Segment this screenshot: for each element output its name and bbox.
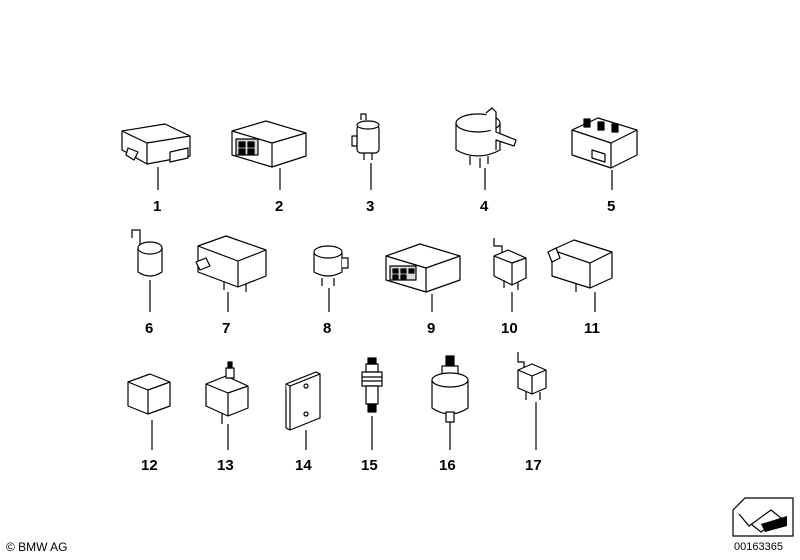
part-16-illustration <box>431 355 469 423</box>
copyright-text: © BMW AG <box>6 540 68 554</box>
part-4-illustration <box>455 107 517 168</box>
document-number: 00163365 <box>734 541 783 553</box>
callout-16: 16 <box>439 457 456 474</box>
callout-1: 1 <box>153 198 161 215</box>
part-9-illustration <box>385 243 461 293</box>
callout-4: 4 <box>480 198 489 215</box>
part-12-illustration <box>127 373 171 415</box>
callout-14: 14 <box>295 457 312 474</box>
part-15-illustration <box>361 357 383 413</box>
callout-17: 17 <box>525 457 542 474</box>
callout-7: 7 <box>222 320 230 337</box>
part-8-illustration <box>313 245 349 286</box>
part-5-illustration <box>571 117 638 169</box>
part-13-illustration <box>205 361 249 424</box>
part-3-illustration <box>351 113 380 160</box>
callout-6: 6 <box>145 320 153 337</box>
callout-9: 9 <box>427 320 435 337</box>
part-11-illustration <box>547 239 613 292</box>
callout-5: 5 <box>607 198 615 215</box>
callout-15: 15 <box>361 457 378 474</box>
part-17-illustration <box>517 352 547 400</box>
part-7-illustration <box>195 235 267 292</box>
part-10-illustration <box>493 238 527 290</box>
part-14-illustration <box>285 371 321 431</box>
part-1-illustration <box>121 123 191 165</box>
page-fold-arrow-icon <box>732 497 794 537</box>
callout-13: 13 <box>217 457 234 474</box>
callout-3: 3 <box>366 198 374 215</box>
callout-10: 10 <box>501 320 518 337</box>
callout-11: 11 <box>584 320 600 337</box>
callout-2: 2 <box>275 198 283 215</box>
part-6-illustration <box>131 229 163 277</box>
callout-12: 12 <box>141 457 158 474</box>
callout-8: 8 <box>323 320 331 337</box>
part-2-illustration <box>231 120 307 168</box>
